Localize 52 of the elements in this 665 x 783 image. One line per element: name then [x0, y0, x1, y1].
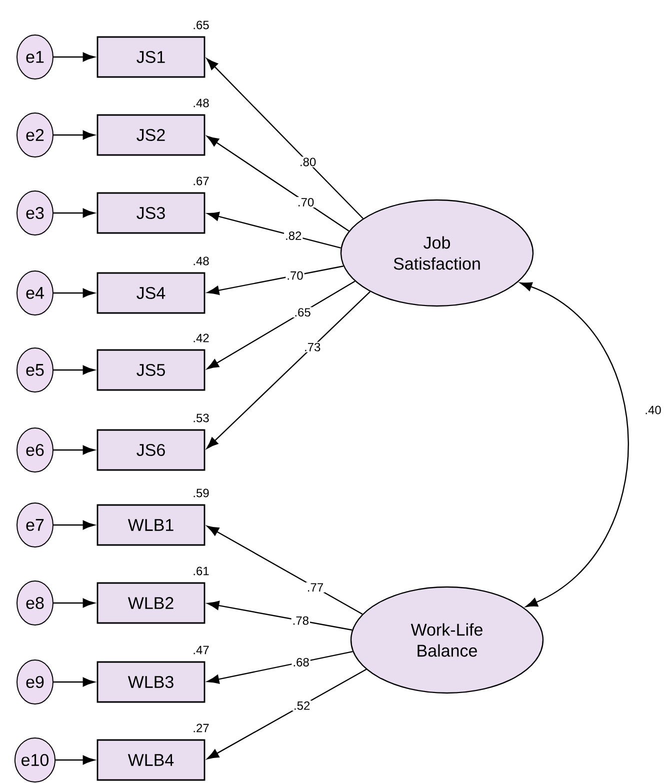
arrow — [54, 445, 95, 455]
edge-label: .65 — [293, 307, 312, 318]
r-squared-label: .61 — [194, 566, 209, 576]
arrow — [54, 288, 95, 298]
arrow — [206, 58, 364, 219]
indicator-box: JS3 — [96, 192, 206, 234]
arrow — [206, 291, 370, 449]
edge-label: .80 — [298, 156, 318, 168]
arrow — [54, 598, 95, 608]
edge-label: .78 — [291, 615, 310, 626]
r-squared-label: .48 — [194, 98, 209, 108]
indicator-box: JS6 — [96, 429, 206, 471]
arrow — [54, 208, 95, 218]
indicator-box: WLB3 — [96, 661, 206, 703]
indicator-box: JS4 — [96, 272, 206, 314]
arrow — [207, 650, 353, 684]
edge-label: .82 — [284, 230, 303, 241]
arrow — [54, 52, 95, 62]
r-squared-label: .48 — [194, 256, 209, 266]
edge-label: .40 — [644, 404, 662, 416]
edge-label: .77 — [306, 582, 325, 593]
r-squared-label: .53 — [194, 414, 209, 422]
indicator-box: JS1 — [96, 36, 206, 78]
indicator-box: WLB2 — [96, 582, 206, 624]
indicator-box: JS5 — [96, 349, 206, 391]
edge-label: .70 — [286, 270, 304, 281]
edge-label: .70 — [296, 196, 316, 208]
indicator-box: WLB1 — [96, 504, 206, 546]
arrow — [54, 677, 95, 687]
arrow — [520, 282, 629, 608]
arrow — [54, 130, 95, 140]
arrow — [56, 755, 95, 765]
indicator-box: WLB4 — [96, 739, 206, 781]
arrow — [54, 365, 95, 375]
r-squared-label: .47 — [194, 646, 209, 654]
r-squared-label: .42 — [194, 334, 209, 342]
r-squared-label: .67 — [194, 176, 209, 186]
arrow — [206, 526, 363, 615]
arrow — [54, 520, 95, 530]
r-squared-label: .65 — [194, 20, 209, 30]
edge-label: .73 — [303, 342, 322, 352]
r-squared-label: .59 — [194, 488, 209, 498]
arrow — [206, 668, 367, 760]
r-squared-label: .27 — [194, 724, 209, 732]
arrow — [206, 136, 350, 232]
arrow — [206, 280, 356, 370]
arrow — [207, 212, 341, 249]
edge-label: .52 — [292, 700, 312, 711]
edge-label: .68 — [292, 656, 310, 668]
arrow — [207, 266, 344, 295]
arrow — [207, 600, 352, 631]
indicator-box: JS2 — [96, 114, 206, 156]
